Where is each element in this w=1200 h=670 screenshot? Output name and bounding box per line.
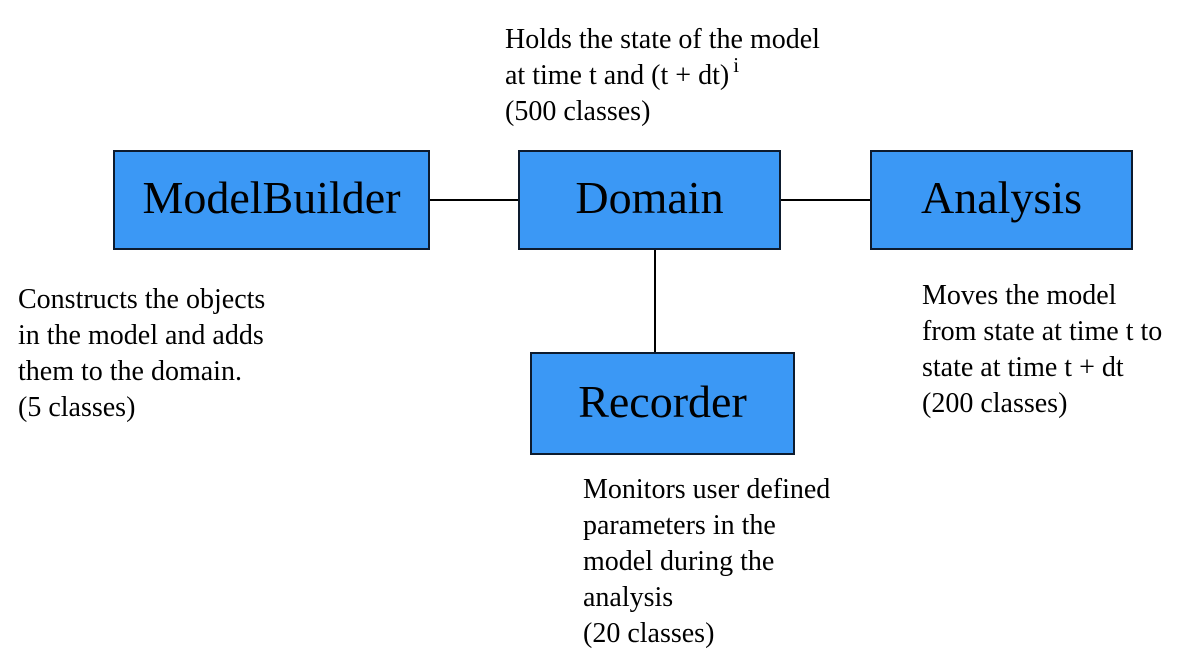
connector-modelbuilder-domain xyxy=(430,199,518,201)
node-domain-label: Domain xyxy=(575,172,724,223)
recorder-note-line: parameters in the xyxy=(583,510,776,541)
analysis-note-line: Moves the model xyxy=(922,280,1117,311)
recorder-note: Monitors user defined parameters in the … xyxy=(583,472,830,652)
node-domain: Domain xyxy=(518,150,781,250)
domain-note-line: at time t and (t + dt)i xyxy=(505,52,740,91)
modelbuilder-note-line: Constructs the objects xyxy=(18,284,266,315)
modelbuilder-note-line: them to the domain. xyxy=(18,356,242,387)
node-modelbuilder-label: ModelBuilder xyxy=(142,172,401,223)
domain-note: Holds the state of the model at time t a… xyxy=(505,22,820,130)
modelbuilder-note: Constructs the objects in the model and … xyxy=(18,282,265,426)
node-analysis: Analysis xyxy=(870,150,1133,250)
node-modelbuilder: ModelBuilder xyxy=(113,150,430,250)
node-analysis-label: Analysis xyxy=(921,172,1082,223)
recorder-note-line: (20 classes) xyxy=(583,618,715,649)
node-recorder: Recorder xyxy=(530,352,795,455)
connector-domain-recorder xyxy=(654,250,656,352)
modelbuilder-note-line: in the model and adds xyxy=(18,320,264,351)
node-recorder-label: Recorder xyxy=(578,375,747,427)
analysis-note-line: state at time t + dt xyxy=(922,352,1124,383)
analysis-note-line: from state at time t to xyxy=(922,316,1163,347)
connector-domain-analysis xyxy=(781,199,870,201)
recorder-note-line: model during the xyxy=(583,546,775,577)
recorder-note-line: Monitors user defined xyxy=(583,474,831,505)
modelbuilder-note-line: (5 classes) xyxy=(18,392,136,423)
superscript-i: i xyxy=(733,52,740,77)
analysis-note-line: (200 classes) xyxy=(922,388,1068,419)
recorder-note-line: analysis xyxy=(583,582,674,613)
domain-note-line: Holds the state of the model xyxy=(505,24,820,55)
analysis-note: Moves the model from state at time t to … xyxy=(922,278,1162,422)
domain-note-line: (500 classes) xyxy=(505,96,651,127)
